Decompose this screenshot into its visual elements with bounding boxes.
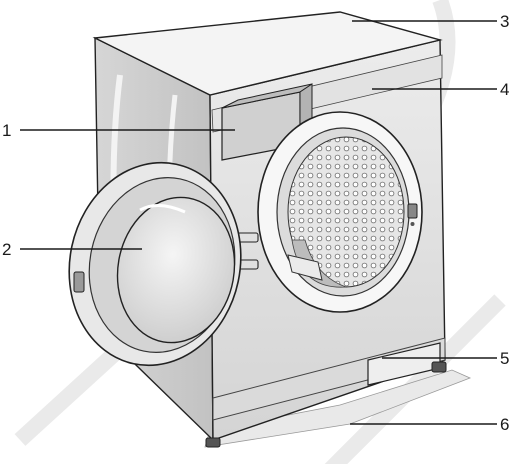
door-lock [407, 203, 418, 219]
callout-1: 1 [2, 121, 11, 140]
callout-4: 4 [500, 80, 509, 99]
leader-lines [20, 20, 497, 425]
callout-3: 3 [500, 12, 509, 31]
door-hinge [235, 232, 259, 270]
callout-6: 6 [500, 415, 509, 434]
callout-5: 5 [500, 349, 509, 368]
adjustable-feet [205, 361, 447, 448]
callout-2: 2 [2, 240, 11, 259]
worktop [92, 11, 443, 96]
porthole [257, 111, 423, 313]
open-door [68, 161, 242, 367]
